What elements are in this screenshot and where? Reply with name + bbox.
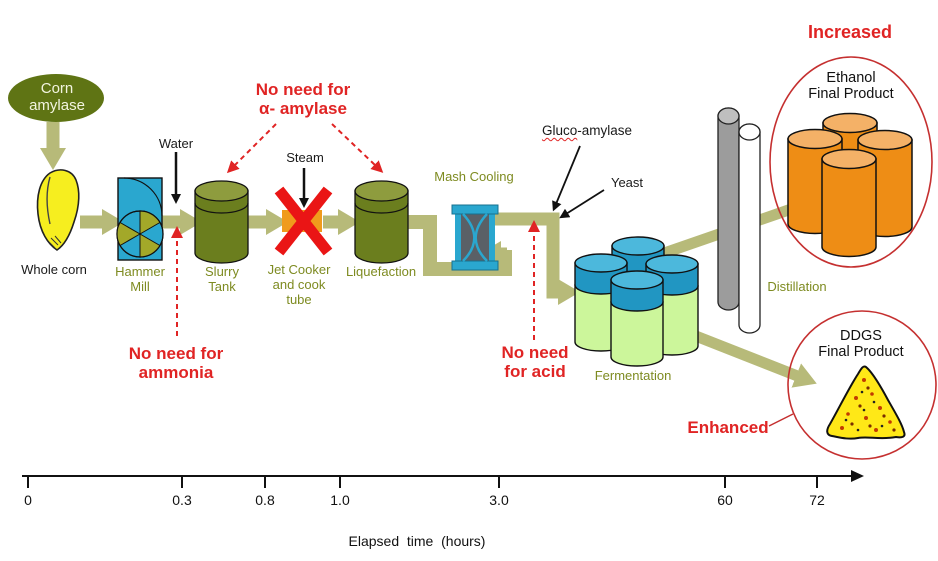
timeline-tick-label: 0.3 [172, 492, 192, 508]
ethanol-highlight-ellipse [769, 56, 933, 268]
jet-cooker-line1: Jet Cooker [267, 262, 331, 277]
increased-note: Increased [807, 22, 893, 42]
corn-amylase-label: Corn amylase [10, 80, 104, 114]
water-label: Water [158, 136, 194, 151]
timeline-tick [339, 477, 341, 488]
hammer-mill-label: Hammer Mill [106, 264, 174, 294]
jet-cooker-line3: tube [286, 292, 312, 307]
no-need-alpha-amylase-note: No need for α- amylase [238, 80, 368, 118]
dashed-arrow-alpha-to-slurry [226, 123, 277, 174]
ddgs-product-label: DDGS Final Product [806, 328, 916, 360]
jet-cooker-icon [274, 186, 333, 256]
timeline-tick-label: 0.8 [255, 492, 275, 508]
steam-label: Steam [286, 150, 324, 165]
no-need-acid-line2: for acid [504, 362, 566, 381]
timeline-tick-label: 1.0 [330, 492, 350, 508]
gluco-amylase-part2: -amylase [577, 123, 633, 138]
timeline-axis-label: Elapsed time (hours) [348, 533, 486, 549]
distillation-columns-icon [717, 107, 761, 334]
timeline-tick [498, 477, 500, 488]
timeline-ticks: 0 0.3 0.8 1.0 3.0 60 72 [0, 477, 938, 517]
timeline-tick [27, 477, 29, 488]
red-dashed-arrows [171, 123, 540, 340]
gluco-amylase-label: Gluco-amylase [532, 123, 642, 138]
enhanced-note: Enhanced [687, 418, 769, 437]
timeline-tick [264, 477, 266, 488]
jet-cooker-label: Jet Cooker and cook tube [263, 262, 335, 307]
hammer-mill-icon [116, 177, 164, 261]
timeline-axis [22, 475, 852, 477]
red-x-icon [274, 186, 333, 256]
timeline-axis-arrowhead [851, 470, 864, 482]
black-input-arrows [171, 145, 605, 219]
gluco-amylase-part1: Gluco [541, 123, 578, 138]
ddgs-product-line1: DDGS [840, 328, 882, 344]
yeast-arrow [559, 189, 605, 219]
fermentation-label: Fermentation [594, 368, 672, 383]
liquefaction-label: Liquefaction [345, 264, 417, 279]
no-need-ammonia-line1: No need for [128, 344, 224, 363]
corn-amylase-oval [8, 74, 104, 122]
whole-corn-label: Whole corn [21, 262, 87, 277]
corn-kernel-icon [36, 169, 80, 251]
yeast-label: Yeast [610, 175, 644, 190]
ddgs-pile-icon [826, 365, 906, 440]
slurry-tank-label: Slurry Tank [192, 264, 252, 294]
pipe-liquefaction-to-cooler [407, 215, 512, 276]
ethanol-product-label: Ethanol Final Product [798, 70, 904, 102]
no-need-acid-note: No need for acid [490, 343, 580, 381]
ddgs-highlight-circle [787, 310, 937, 460]
liquefaction-tank-icon [354, 180, 409, 264]
no-need-ammonia-note: No need for ammonia [118, 344, 234, 382]
fermentation-tanks-icon [574, 236, 699, 367]
no-need-ammonia-line2: ammonia [138, 363, 214, 382]
slurry-tank-icon [194, 180, 249, 264]
timeline-tick [181, 477, 183, 488]
corn-amylase-line1: Corn [40, 80, 74, 97]
no-need-acid-line1: No need [501, 343, 569, 362]
corn-amylase-line2: amylase [29, 97, 85, 114]
timeline-tick-label: 3.0 [489, 492, 509, 508]
highlight-circles [768, 56, 937, 460]
timeline-tick [816, 477, 818, 488]
no-need-alpha-line2: α- amylase [259, 99, 347, 118]
timeline-tick-label: 0 [24, 492, 32, 508]
ethanol-product-line1: Ethanol [826, 70, 876, 86]
jet-cooker-line2: and cook [272, 277, 326, 292]
mash-cooler-icon [451, 204, 499, 271]
gluco-amylase-arrow [552, 145, 581, 212]
ethanol-product-line2: Final Product [808, 86, 894, 102]
hammer-mill-line1: Hammer [115, 264, 165, 279]
ddgs-product-line2: Final Product [818, 344, 904, 360]
slurry-tank-line2: Tank [208, 279, 236, 294]
hammer-mill-line2: Mill [130, 279, 150, 294]
ethanol-barrels-icon [787, 112, 913, 258]
enhanced-pointer-line [768, 413, 794, 427]
pipe-cooler-to-fermentation [495, 212, 580, 305]
timeline-tick-label: 72 [809, 492, 825, 508]
slurry-tank-line1: Slurry [205, 264, 239, 279]
dashed-arrow-alpha-to-liquefaction [331, 123, 384, 173]
timeline-tick [724, 477, 726, 488]
timeline-tick-label: 60 [717, 492, 733, 508]
mash-cooling-label: Mash Cooling [434, 169, 514, 184]
distillation-label: Distillation [767, 279, 827, 294]
no-need-alpha-line1: No need for [255, 80, 351, 99]
